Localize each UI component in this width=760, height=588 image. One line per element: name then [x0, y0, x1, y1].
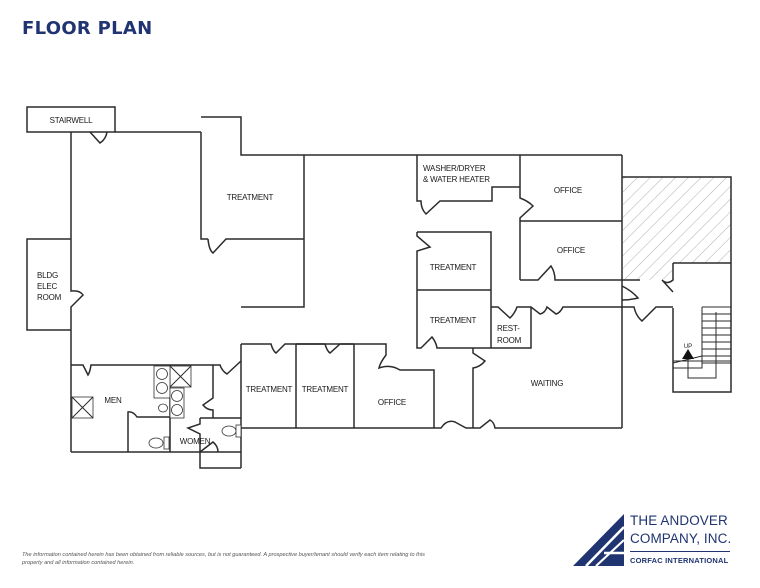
label-waiting: WAITING: [531, 379, 564, 388]
label-restroom-line2: ROOM: [497, 336, 522, 345]
label-treatment-bottom-1: TREATMENT: [246, 385, 293, 394]
andover-logo-icon: [573, 514, 625, 567]
disclaimer-line-2: property and all information contained h…: [22, 560, 135, 566]
hatched-area: [623, 177, 731, 280]
logo-divider: [630, 551, 730, 552]
label-washer-dryer-line2: & WATER HEATER: [423, 175, 490, 184]
label-restroom-line1: REST-: [497, 324, 520, 333]
label-treatment-center-upper: TREATMENT: [430, 263, 477, 272]
label-office-top: OFFICE: [554, 186, 582, 195]
label-washer-dryer-line1: WASHER/DRYER: [423, 164, 486, 173]
disclaimer-line-1: The information contained herein has bee…: [22, 552, 425, 558]
label-women: WOMEN: [180, 437, 211, 446]
label-men: MEN: [104, 396, 122, 405]
logo-company-line1: THE ANDOVER: [630, 513, 728, 528]
walls: [26, 106, 732, 469]
label-bldg-elec-line2: ELEC: [37, 282, 58, 291]
room-labels: STAIRWELL TREATMENT BLDG ELEC ROOM WASHE…: [37, 116, 692, 446]
disclaimer: The information contained herein has bee…: [22, 551, 492, 567]
label-stairs-up: UP: [684, 344, 692, 350]
label-stairwell: STAIRWELL: [50, 116, 94, 125]
label-treatment-center-lower: TREATMENT: [430, 316, 477, 325]
label-bldg-elec-line3: ROOM: [37, 293, 62, 302]
label-treatment-bottom-2: TREATMENT: [302, 385, 349, 394]
stairs: [672, 306, 731, 379]
label-office-bottom: OFFICE: [378, 398, 406, 407]
up-arrow-icon: [682, 349, 694, 359]
logo-tagline: CORFAC INTERNATIONAL: [630, 556, 729, 565]
page-title: FLOOR PLAN: [22, 18, 153, 39]
bathroom-fixtures: [71, 365, 242, 450]
label-bldg-elec-line1: BLDG: [37, 271, 58, 280]
label-office-middle: OFFICE: [557, 246, 585, 255]
label-treatment-top-left: TREATMENT: [227, 193, 274, 202]
logo-company-line2: COMPANY, INC.: [630, 531, 732, 546]
